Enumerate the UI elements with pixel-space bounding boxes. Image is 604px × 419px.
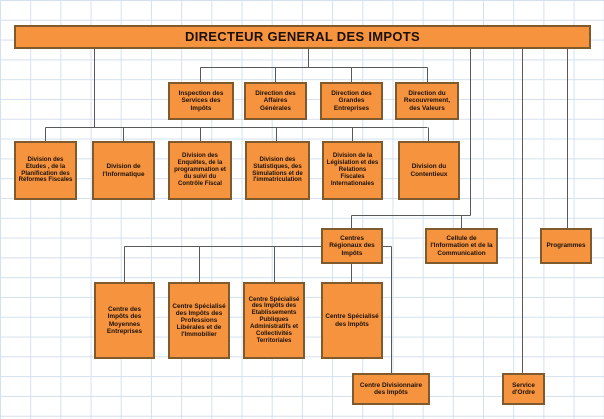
node-division-du-contentieux[interactable]: Division du Contentieux	[398, 141, 460, 200]
node-centre-specialise-impots-etablissements-publiques[interactable]: Centre Spécialisé des Impôts des Etablis…	[243, 282, 305, 359]
node-cellule-de-l-information-et-de-la-communication[interactable]: Cellule de l'Information et de la Commun…	[425, 228, 498, 264]
node-division-de-l-informatique[interactable]: Division de l'Informatique	[92, 141, 155, 200]
node-division-des-statistiques-simulations-immatriculation[interactable]: Division des Statistiques, des Simulatio…	[245, 141, 310, 200]
node-centre-specialise-impots-professions-liberales-immobilier[interactable]: Centre Spécialisé des Impôts des Profess…	[168, 282, 230, 359]
node-direction-des-grandes-entreprises[interactable]: Direction des Grandes Entreprises	[320, 82, 383, 120]
node-division-des-etudes-planification-reformes-fiscales[interactable]: Division des Etudes , de la Planificatio…	[14, 141, 77, 200]
node-division-des-enquetes-programmation-controle-fiscal[interactable]: Division des Enquêtes, de la programmati…	[168, 141, 232, 200]
node-service-d-ordre[interactable]: Service d'Ordre	[502, 373, 545, 405]
node-directeur-general-des-impots[interactable]: DIRECTEUR GENERAL DES IMPOTS	[14, 25, 591, 49]
node-inspection-des-services-des-impots[interactable]: Inspection des Services des Impôts	[168, 82, 234, 120]
node-direction-du-recouvrement-des-valeurs[interactable]: Direction du Recouvrement, des Valeurs	[395, 82, 459, 120]
node-direction-des-affaires-generales[interactable]: Direction des Affaires Générales	[244, 82, 307, 120]
node-centre-des-impots-des-moyennes-entreprises[interactable]: Centre des Impôts des Moyennes Entrepris…	[94, 282, 155, 359]
node-centres-regionaux-des-impots[interactable]: Centres Régionaux des Impôts	[321, 228, 383, 264]
node-programmes[interactable]: Programmes	[540, 228, 592, 264]
node-centre-specialise-des-impots[interactable]: Centre Spécialisé des Impôts	[321, 282, 383, 359]
node-division-legislation-relations-fiscales-internationales[interactable]: Division de la Législation et des Relati…	[322, 141, 383, 200]
node-centre-divisionnaire-des-impots[interactable]: Centre Divisionnaire des Impôts	[352, 373, 430, 405]
